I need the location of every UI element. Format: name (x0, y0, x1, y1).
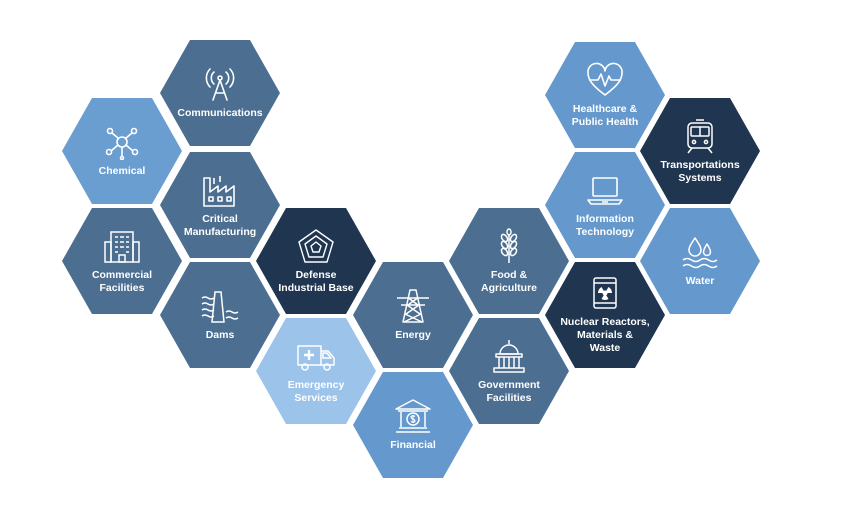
train-icon (680, 118, 720, 154)
sector-label: Government Facilities (478, 378, 540, 404)
sector-label: Energy (395, 329, 431, 341)
sector-label: Emergency Services (287, 378, 345, 404)
hex-critical-manufacturing: Critical Manufacturing (160, 152, 280, 258)
hex-water: Water (640, 208, 760, 314)
molecule-icon (102, 124, 142, 160)
laptop-icon (585, 172, 625, 208)
capitol-icon (489, 338, 529, 374)
antenna-icon (200, 66, 240, 102)
sector-label: Chemical (98, 165, 146, 177)
hex-commercial-facilities: Commercial Facilities (62, 208, 182, 314)
hex-defense-industrial-base: Defense Industrial Base (256, 208, 376, 314)
building-icon (102, 228, 142, 264)
radiation-icon (585, 275, 625, 311)
hex-chemical: Chemical (62, 98, 182, 204)
bank-icon (393, 398, 433, 434)
hex-dams: Dams (160, 262, 280, 368)
hex-transportations-systems: Transportations Systems (640, 98, 760, 204)
sector-label: Defense Industrial Base (278, 268, 354, 294)
sector-label: Commercial Facilities (91, 268, 153, 294)
hex-healthcare-public-health: Healthcare & Public Health (545, 42, 665, 148)
wheat-icon (489, 227, 529, 264)
heart-pulse-icon (585, 62, 625, 98)
hex-government-facilities: Government Facilities (449, 318, 569, 424)
hex-nuclear-reactors: Nuclear Reactors, Materials & Waste (545, 262, 665, 368)
sector-label: Water (685, 275, 715, 287)
sector-label: Financial (390, 439, 436, 451)
sector-label: Dams (205, 329, 235, 341)
hex-communications: Communications (160, 40, 280, 146)
sector-label: Critical Manufacturing (183, 212, 257, 238)
sector-label: Information Technology (575, 212, 635, 238)
hex-food-agriculture: Food & Agriculture (449, 208, 569, 314)
hex-information-technology: Information Technology (545, 152, 665, 258)
factory-icon (200, 172, 240, 208)
hex-energy: Energy (353, 262, 473, 368)
sector-label: Nuclear Reactors, Materials & Waste (560, 316, 650, 354)
hex-emergency-services: Emergency Services (256, 318, 376, 424)
sector-label: Transportations Systems (660, 158, 740, 184)
water-drops-icon (680, 234, 720, 270)
sector-label: Communications (177, 107, 263, 119)
pentagon-icon (296, 228, 336, 264)
sector-label: Healthcare & Public Health (571, 102, 639, 128)
ambulance-icon (296, 338, 336, 374)
dam-icon (200, 288, 240, 324)
power-tower-icon (393, 288, 433, 324)
sector-label: Food & Agriculture (480, 268, 537, 294)
hex-financial: Financial (353, 372, 473, 478)
